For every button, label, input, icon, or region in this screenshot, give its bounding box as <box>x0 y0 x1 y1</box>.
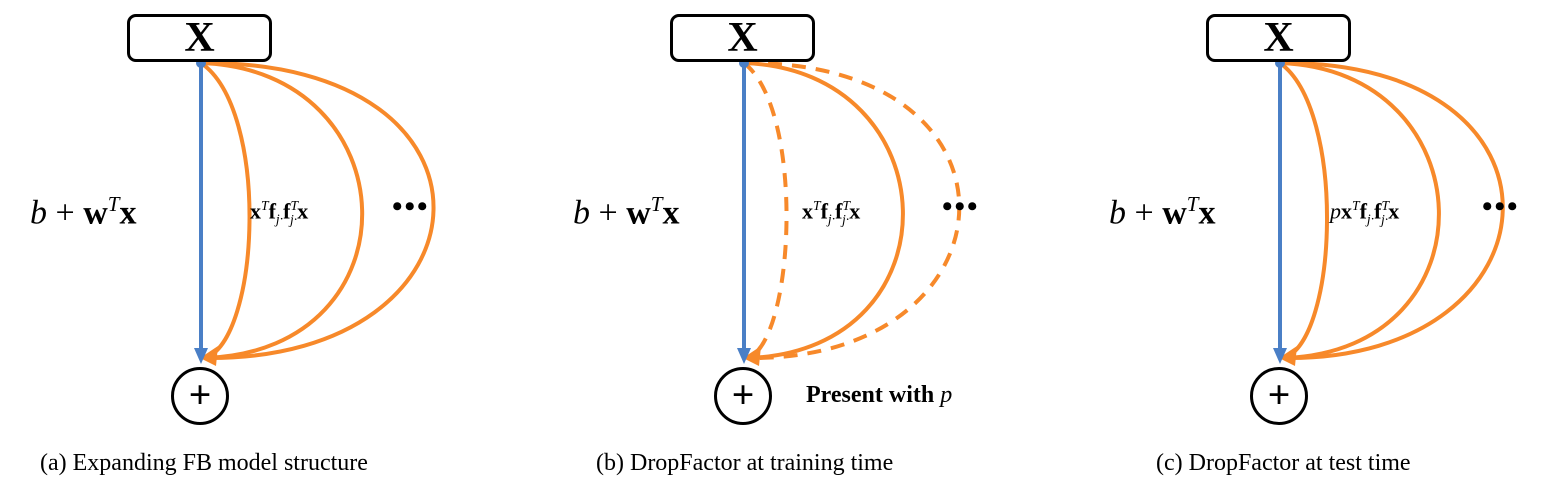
present-with-p-note: Present with p <box>806 382 952 409</box>
more-factors-dots: ••• <box>1482 190 1520 223</box>
caption-b: (b) DropFactor at training time <box>596 450 894 476</box>
linear-arrowhead <box>194 348 208 364</box>
factor-term-x2: x <box>849 198 861 224</box>
sum-node: + <box>714 367 772 425</box>
factor-term: xTfj·fTj·x <box>802 198 860 228</box>
factor-term-sub1: j· <box>827 211 836 227</box>
factor-term-f1: f <box>1359 198 1367 224</box>
more-factors-dots: ••• <box>392 190 430 223</box>
x-node: X <box>127 14 272 62</box>
linear-term-x: x <box>1198 194 1216 232</box>
linear-term-x: x <box>119 194 137 232</box>
factor-term-sup2: T <box>1381 198 1390 213</box>
panel-b: X + b + wTx xTfj·fTj·x ••• Present with … <box>540 0 1060 490</box>
factor-arc-3 <box>1279 60 1505 361</box>
panel-a-edges <box>194 58 436 366</box>
x-node-label: X <box>184 15 215 61</box>
factor-term-sup2: T <box>842 198 851 213</box>
linear-term: b + wTx <box>1109 192 1215 232</box>
factor-term-x2: x <box>297 198 309 224</box>
panel-c-edges <box>1273 58 1505 366</box>
factor-term-sub1: j· <box>1366 211 1375 227</box>
factor-term: xTfj·fTj·x <box>250 198 308 228</box>
factor-term-f1: f <box>268 198 276 224</box>
sum-node: + <box>171 367 229 425</box>
factor-term-x2: x <box>1388 198 1400 224</box>
factor-term-sup2: T <box>290 198 299 213</box>
sum-node: + <box>1250 367 1308 425</box>
linear-term-plus: + <box>590 194 627 232</box>
x-node: X <box>670 14 815 62</box>
linear-term-b: b <box>573 194 590 232</box>
factor-arc-1 <box>199 61 252 360</box>
factor-term-x1: x <box>1341 198 1352 224</box>
factor-arrowhead <box>200 346 218 366</box>
caption-a: (a) Expanding FB model structure <box>40 450 368 476</box>
factor-arrowhead <box>743 346 761 366</box>
x-node-label: X <box>1263 15 1294 61</box>
linear-arrowhead <box>1273 348 1287 364</box>
factor-term-T1: T <box>261 198 269 213</box>
caption-c: (c) DropFactor at test time <box>1156 450 1411 476</box>
linear-term: b + wTx <box>573 192 679 232</box>
linear-arrowhead <box>737 348 751 364</box>
x-node: X <box>1206 14 1351 62</box>
factor-term-scaled: pxTfj·fTj·x <box>1330 198 1399 228</box>
x-node-label: X <box>727 15 758 61</box>
factor-arc-dashed-1 <box>742 61 789 360</box>
factor-term-sub2: j· <box>290 211 298 227</box>
present-note-var: p <box>940 382 953 408</box>
panel-a: X + b + wTx xTfj·fTj·x ••• (a) Expanding… <box>0 0 520 490</box>
linear-term-T: T <box>1186 192 1199 216</box>
more-factors-dots: ••• <box>942 190 980 223</box>
linear-term-x: x <box>662 194 680 232</box>
linear-term-w: w <box>626 194 651 232</box>
sum-symbol: + <box>1267 371 1291 417</box>
factor-arc-2 <box>743 61 905 360</box>
factor-term-f2: f <box>835 198 843 224</box>
linear-term-plus: + <box>47 194 84 232</box>
factor-arrowhead <box>1279 346 1297 366</box>
factor-arc-2 <box>1279 61 1441 360</box>
present-note-text: Present with <box>806 382 941 408</box>
factor-term-p: p <box>1330 198 1341 224</box>
factor-arc-2 <box>200 61 365 360</box>
factor-term-T1: T <box>813 198 821 213</box>
factor-arc-dashed-3 <box>743 60 962 361</box>
linear-term-T: T <box>107 192 120 216</box>
linear-term-w: w <box>83 194 108 232</box>
factor-term-sub2: j· <box>842 211 850 227</box>
linear-term-b: b <box>1109 194 1126 232</box>
factor-term-sub1: j· <box>275 211 284 227</box>
factor-term-x1: x <box>802 198 813 224</box>
linear-term-T: T <box>650 192 663 216</box>
sum-symbol: + <box>188 371 212 417</box>
factor-arc-3 <box>200 60 436 361</box>
factor-term-x1: x <box>250 198 261 224</box>
factor-term-sub2: j· <box>1381 211 1389 227</box>
factor-term-f1: f <box>820 198 828 224</box>
factor-term-f2: f <box>1374 198 1382 224</box>
sum-symbol: + <box>731 371 755 417</box>
panel-c: X + b + wTx pxTfj·fTj·x ••• (c) DropFact… <box>1076 0 1561 490</box>
factor-arc-1 <box>1278 61 1329 360</box>
linear-term: b + wTx <box>30 192 136 232</box>
linear-term-b: b <box>30 194 47 232</box>
factor-term-T1: T <box>1352 198 1360 213</box>
factor-term-f2: f <box>283 198 291 224</box>
linear-term-plus: + <box>1126 194 1163 232</box>
linear-term-w: w <box>1162 194 1187 232</box>
panel-b-edges <box>737 58 962 366</box>
